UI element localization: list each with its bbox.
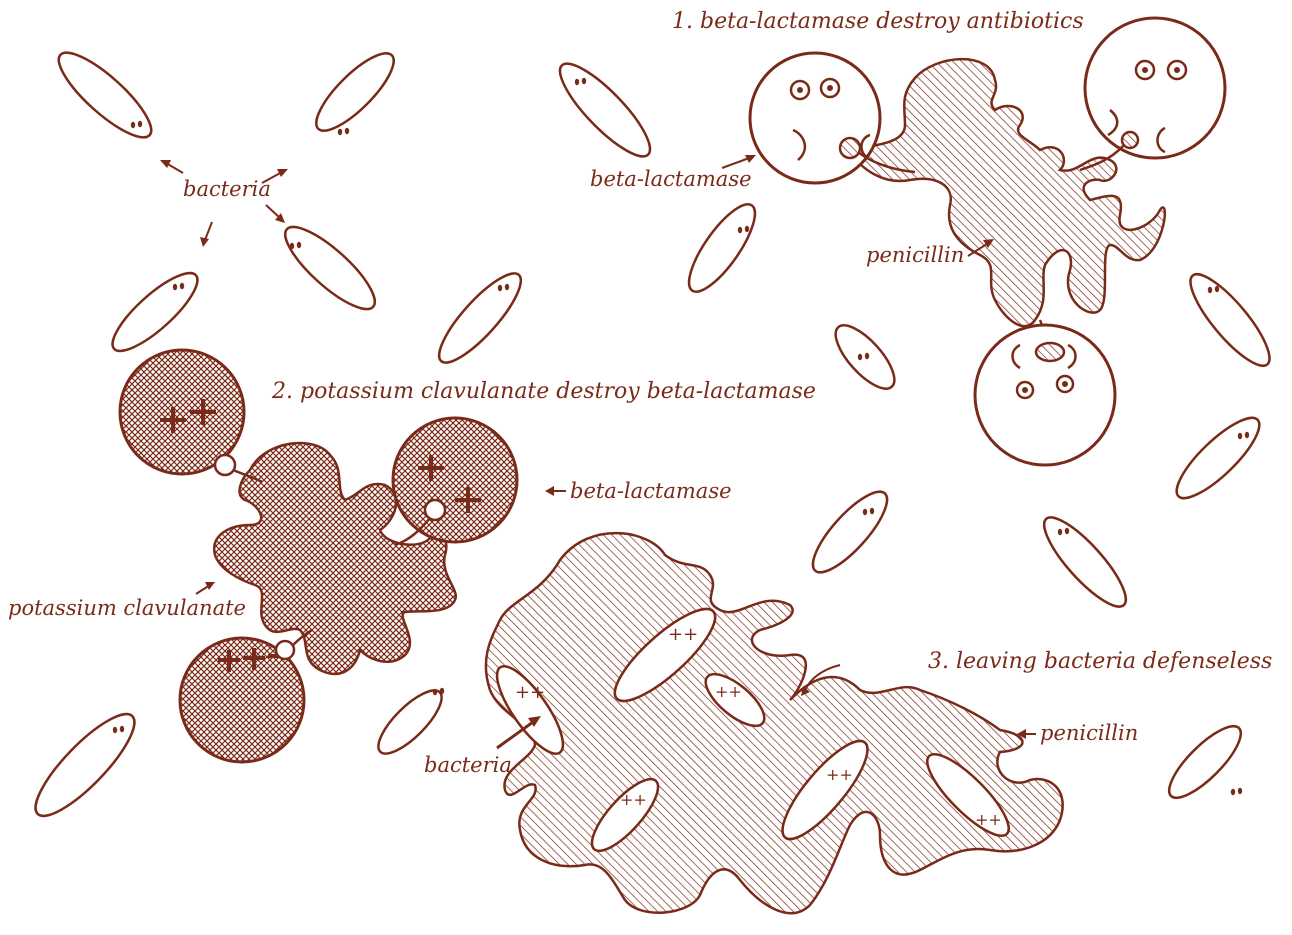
label-penicillin-1: penicillin <box>866 243 964 267</box>
bacteria-label-group: bacteria <box>160 160 288 247</box>
bacterium <box>306 43 404 141</box>
bacterium <box>275 216 385 320</box>
svg-text:++: ++ <box>620 790 647 809</box>
label-potassium-clavulanate: potassium clavulanate <box>8 596 246 620</box>
label-beta-lactamase-1: beta-lactamase <box>590 167 752 191</box>
label-penicillin-3: penicillin <box>1040 721 1138 745</box>
label-bacteria-3: bacteria <box>424 753 512 777</box>
beta-lactamase-enzyme-2b <box>393 418 517 545</box>
bacterium <box>23 702 146 828</box>
label-bacteria-topleft: bacteria <box>183 177 271 201</box>
beta-lactamase-enzyme-1c <box>975 325 1115 465</box>
beta-lactamase-enzyme-2c <box>180 630 312 762</box>
bacterium <box>1180 265 1281 376</box>
beta-lactamase-enzyme-1b <box>1080 18 1225 170</box>
bacterium <box>48 41 161 148</box>
svg-text:++: ++ <box>975 810 1002 829</box>
bacterium <box>678 196 766 301</box>
bacterium <box>429 264 532 373</box>
beta-lactamase-enzyme-2a <box>120 350 262 482</box>
bacterium <box>370 682 451 763</box>
step-3-caption: 3. leaving bacteria defenseless <box>928 649 1272 674</box>
bacterium <box>1167 408 1270 509</box>
svg-text:++: ++ <box>715 682 742 701</box>
bacterium <box>1034 508 1137 617</box>
panel-3: ++ ++ ++ ++ ++ ++ 3. leaving bacteria de… <box>424 533 1272 913</box>
step-2-caption: 2. potassium clavulanate destroy beta-la… <box>271 379 816 404</box>
svg-text:++: ++ <box>515 682 545 703</box>
bacterium <box>103 263 207 362</box>
svg-text:++: ++ <box>826 765 853 784</box>
label-beta-lactamase-2: beta-lactamase <box>570 479 732 503</box>
bacterium <box>826 317 903 398</box>
step-1-caption: 1. beta-lactamase destroy antibiotics <box>672 9 1084 34</box>
bacterium <box>549 53 661 167</box>
bacterium <box>803 482 898 582</box>
svg-text:++: ++ <box>668 624 698 645</box>
bacterium <box>1160 717 1251 808</box>
penicillin-molecule-3 <box>486 533 1063 913</box>
